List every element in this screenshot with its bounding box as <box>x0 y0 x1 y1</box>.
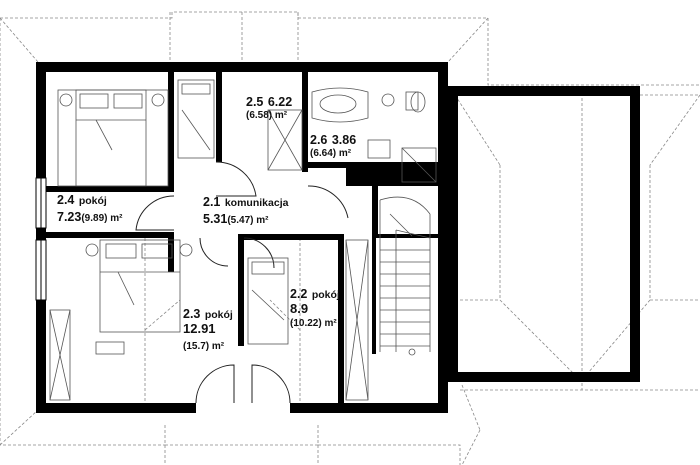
room-2-1-name: komunikacja <box>224 197 289 209</box>
room-2-2-name: pokój <box>311 289 340 301</box>
room-2-4-area-label: 7.23(9.89) m² <box>57 209 122 225</box>
room-2-3-name: pokój <box>204 309 233 321</box>
bed-room-2-2 <box>247 239 369 401</box>
room-2-1-number: 2.1 <box>203 195 221 209</box>
room-2-4-number: 2.4 <box>57 193 75 207</box>
room-2-1-area-label: 5.31(5.47) m² <box>203 211 268 227</box>
room-2-3-number: 2.3 <box>183 307 201 321</box>
room-2-6-number: 2.6 <box>310 133 328 147</box>
room-2-3-label: 2.3 pokój <box>183 306 233 322</box>
bed-room-2-4 <box>57 89 169 187</box>
room-2-3-area: 12.91 <box>183 321 216 336</box>
wardrobe-room-2-5 <box>177 79 303 171</box>
interior-walls <box>46 72 438 403</box>
room-2-1-area-alt: (5.47) m² <box>227 215 269 226</box>
room-2-1-area: 5.31 <box>203 212 228 226</box>
room-2-6-area-alt: (6.64) m² <box>310 148 352 159</box>
windows <box>35 177 47 301</box>
exterior-walls <box>36 62 640 413</box>
room-2-4-area: 7.23 <box>57 210 82 224</box>
bathroom-fixtures <box>311 87 437 183</box>
room-2-6-label: 2.6 3.86 <box>310 132 356 148</box>
room-2-5-area-alt: (6.58) m² <box>246 110 288 121</box>
staircase <box>379 196 431 356</box>
bed-room-2-3 <box>49 239 193 401</box>
roof-outline <box>0 11 700 465</box>
room-2-5-label: 2.5 6.22 <box>246 94 292 110</box>
room-2-5-number: 2.5 <box>246 95 264 109</box>
room-2-4-area-alt: (9.89) m² <box>81 213 123 224</box>
room-2-2-area-alt: (10.22) m² <box>290 318 337 329</box>
room-2-3-area-alt: (15.7) m² <box>183 341 225 352</box>
room-2-4-name: pokój <box>78 195 107 207</box>
room-2-5-area: 6.22 <box>267 95 293 109</box>
room-2-6-area: 3.86 <box>331 133 357 147</box>
room-2-4-label: 2.4 pokój <box>57 192 107 208</box>
room-2-2-area: 8.9 <box>290 301 309 316</box>
room-2-1-label: 2.1 komunikacja <box>203 194 288 210</box>
room-2-2-number: 2.2 <box>290 287 308 301</box>
room-2-2-label: 2.2 pokój <box>290 286 340 302</box>
doors <box>135 161 349 404</box>
